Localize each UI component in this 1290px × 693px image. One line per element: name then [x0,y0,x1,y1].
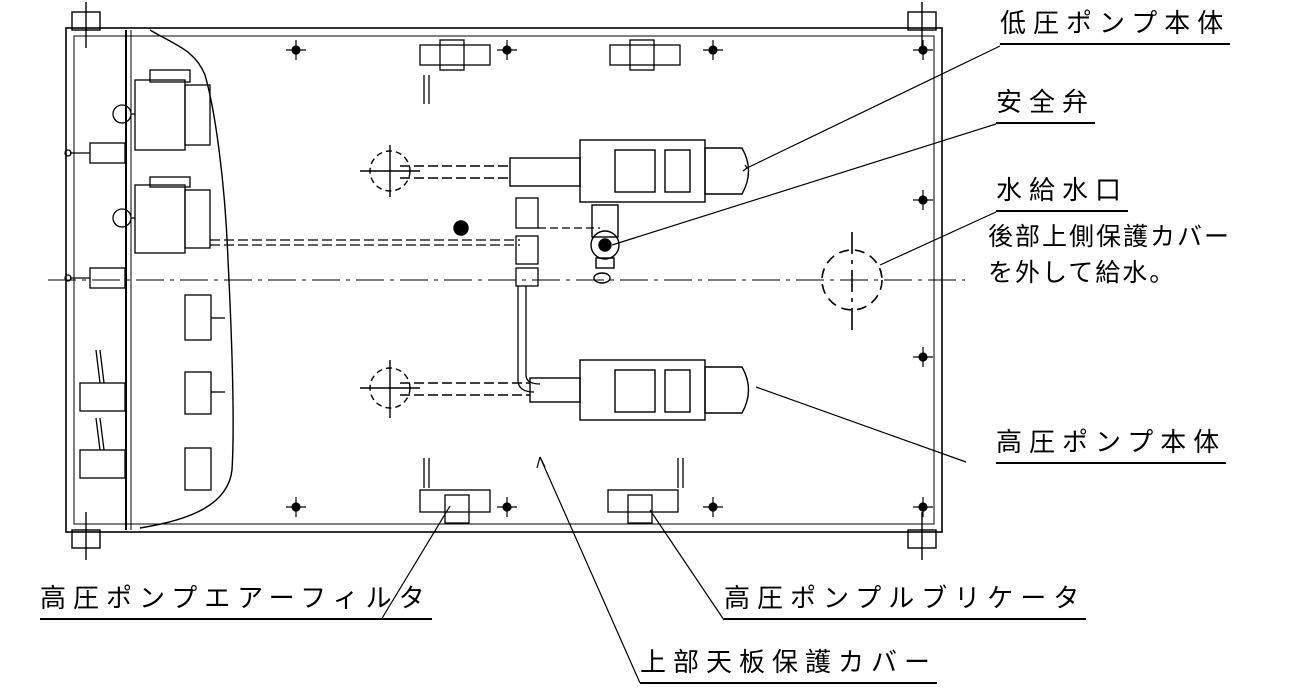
cutaway-curve [139,29,234,529]
water-inlet-note-line2: を外して給水。 [988,258,1177,287]
label-safety-valve: 安全弁 [996,90,1096,124]
water-inlet-note-line1: 後部上側保護カバー [988,222,1232,251]
bottom-fittings [419,458,684,524]
label-water-inlet: 水給水口 [996,178,1129,212]
high-pressure-pump-body [360,359,750,421]
label-air-filter: 高圧ポンプエアーフィルタ [40,586,432,620]
top-fittings [419,39,681,104]
water-inlet-port [821,232,883,332]
corner-foot [71,2,937,560]
left-panel-components [64,69,520,491]
connecting-pipe [515,197,600,393]
safety-valve [453,204,620,284]
label-low-pressure-pump: 低圧ポンプ本体 [1000,11,1231,45]
label-high-pressure-pump: 高圧ポンプ本体 [996,430,1227,464]
label-lubricator: 高圧ポンプルブリケータ [724,586,1087,620]
label-top-cover: 上部天板保護カバー [640,650,938,684]
low-pressure-pump-body [360,139,750,203]
bolt-holes [286,40,933,517]
leader-lines [380,45,1001,684]
